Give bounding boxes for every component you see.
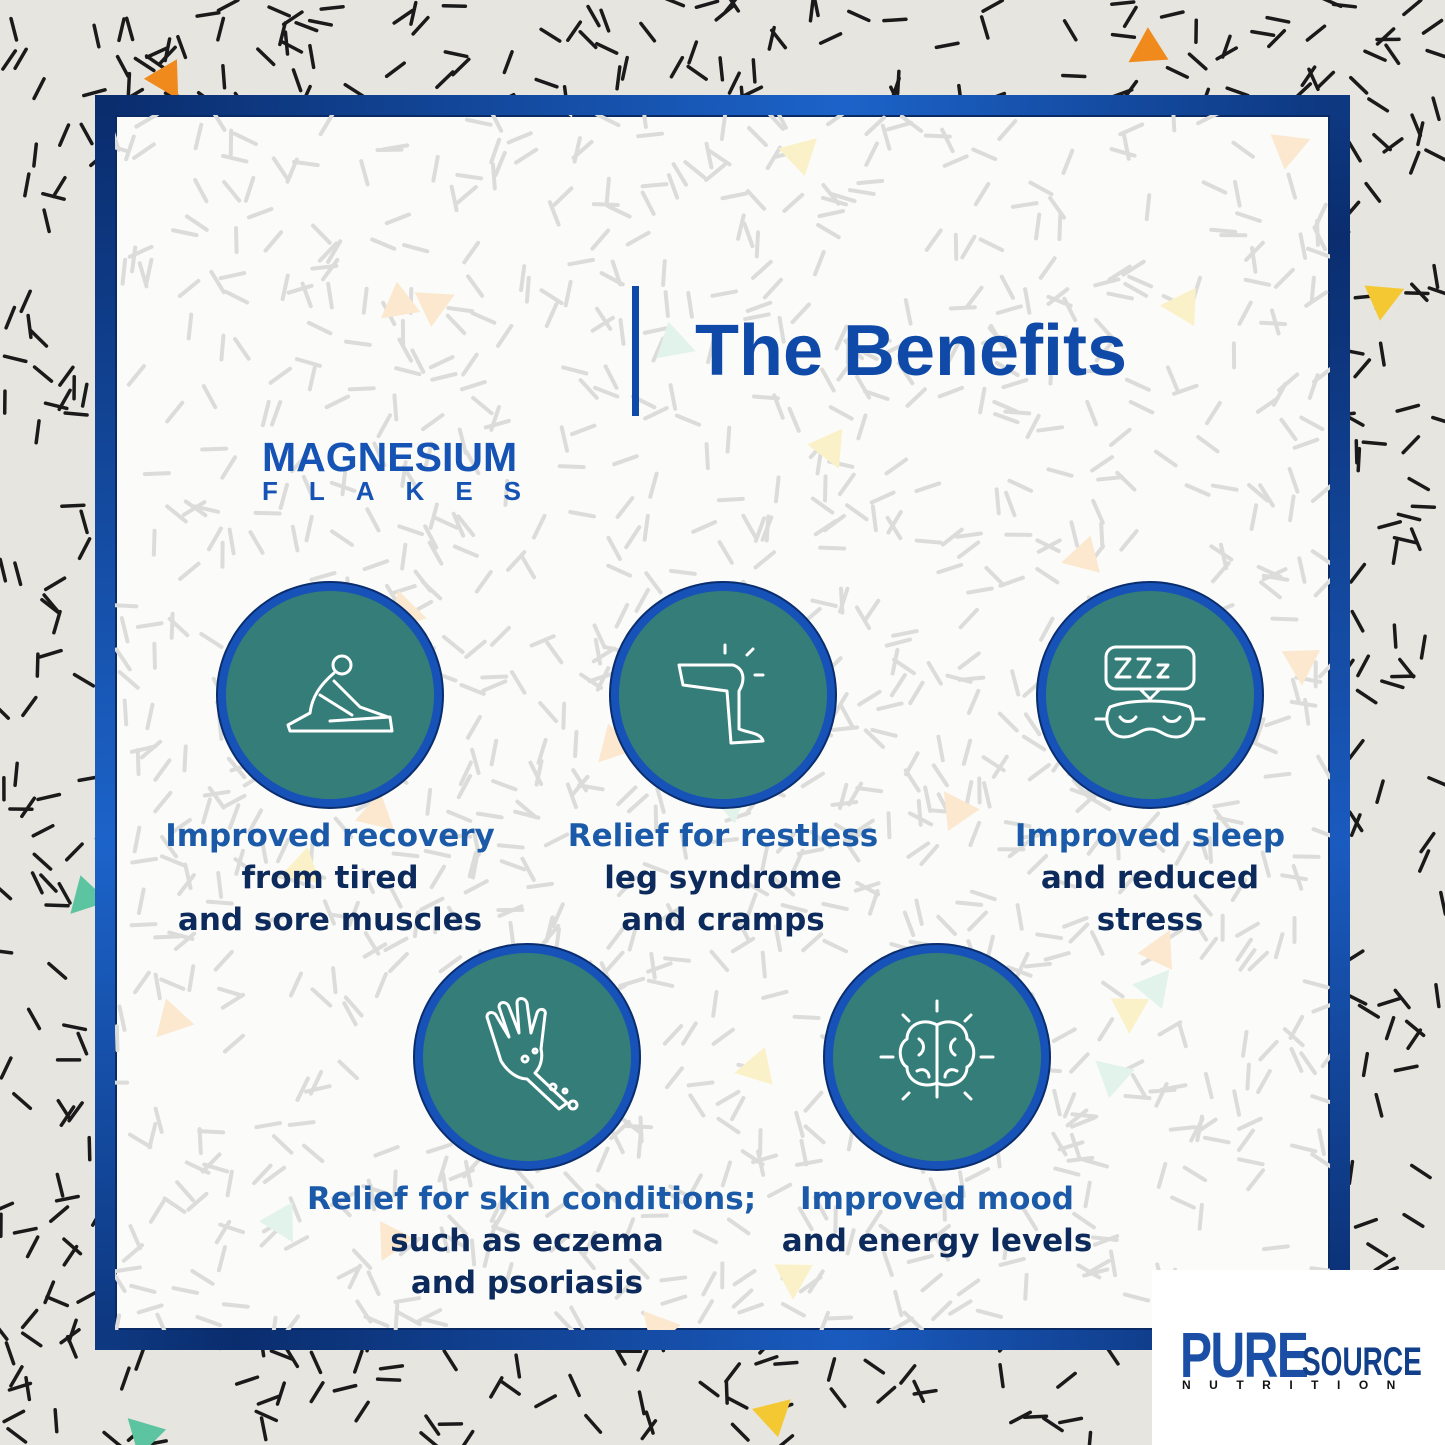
product-type: FLAKES — [262, 476, 552, 506]
stretching-person-icon — [218, 583, 442, 807]
skin-condition-hand-icon — [415, 945, 639, 1169]
sleep-mask-icon — [1038, 583, 1262, 807]
benefit-line: Improved mood — [800, 1181, 1074, 1217]
symbol-main: M — [252, 142, 496, 478]
benefit-line: and reduced — [1040, 860, 1260, 896]
benefit-line: stress — [1096, 902, 1204, 938]
benefit-line: and psoriasis — [410, 1265, 644, 1301]
benefit-line: Improved sleep — [1014, 818, 1286, 854]
leg-pain-icon — [611, 583, 835, 807]
benefit-text: Relief for skin conditions; such as eczem… — [307, 1178, 757, 1304]
divider — [632, 286, 639, 416]
benefit-line: such as eczema — [390, 1223, 664, 1259]
benefit-line: and cramps — [621, 902, 825, 938]
benefit-line: leg syndrome — [604, 860, 842, 896]
brand-name-part2: SOURCE — [1302, 1340, 1422, 1384]
benefit-line: Relief for skin conditions; — [307, 1181, 757, 1217]
benefit-text: Improved mood and energy levels — [717, 1178, 1157, 1262]
benefit-text: Improved recovery from tired and sore musc… — [110, 815, 550, 941]
page-title: The Benefits — [695, 311, 1128, 391]
benefit-line: from tired — [241, 860, 419, 896]
brand-logo: PURE SOURCE NUTRITION — [1152, 1270, 1445, 1445]
benefit-line: Improved recovery — [165, 818, 495, 854]
brain-icon — [825, 945, 1049, 1169]
benefit-text: Improved sleep and reduced stress — [930, 815, 1370, 941]
benefit-text: Relief for restless leg syndrome and cramp… — [503, 815, 943, 941]
benefit-line: and energy levels — [781, 1223, 1093, 1259]
benefit-line: and sore muscles — [177, 902, 483, 938]
benefit-line: Relief for restless — [567, 818, 879, 854]
product-name: MAGNESIUM — [262, 434, 518, 480]
brand-name-part1: PURE — [1180, 1319, 1309, 1391]
brand-tagline: NUTRITION — [1182, 1378, 1414, 1392]
